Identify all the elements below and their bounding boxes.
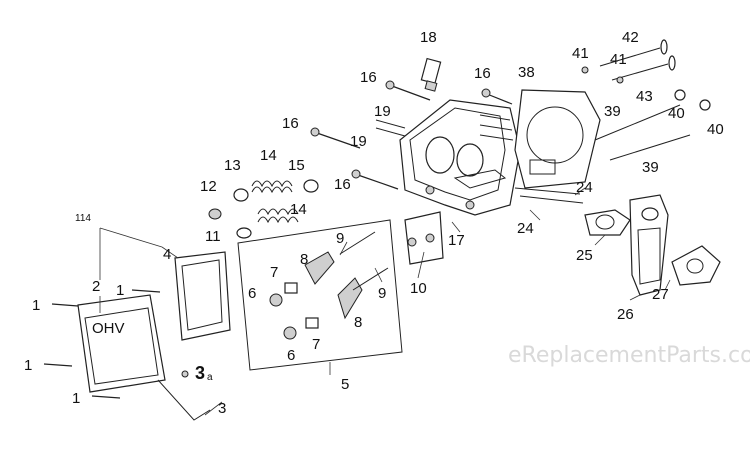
- callout-40: 40: [668, 105, 685, 122]
- callout-39: 39: [604, 103, 621, 120]
- rocker-nut: [283, 326, 297, 340]
- callout-26: 26: [617, 306, 634, 323]
- valve-keeper: [581, 66, 589, 74]
- rocker-arm: [304, 251, 335, 285]
- callout-7: 7: [270, 264, 278, 281]
- callout-3: 3: [218, 400, 226, 417]
- carburetor-insulator: [629, 194, 669, 296]
- ohv-mark: OHV: [92, 320, 125, 337]
- valve-washer: [236, 227, 252, 239]
- callout-41: 41: [610, 51, 627, 68]
- callout-4: 4: [163, 246, 171, 263]
- callout-114: 114: [75, 213, 91, 224]
- callout-1: 1: [72, 390, 80, 407]
- rocker-pivot: [305, 317, 319, 329]
- callout-24: 24: [576, 179, 593, 196]
- callout-1: 1: [116, 282, 124, 299]
- rocker-arm: [337, 277, 363, 320]
- callout-6: 6: [248, 285, 256, 302]
- push-rod: [594, 104, 681, 141]
- callout-16: 16: [282, 115, 299, 132]
- callout-18: 18: [420, 29, 437, 46]
- callout-3a: 3: [195, 363, 205, 383]
- head-bolt: [310, 80, 513, 190]
- callout-40: 40: [707, 121, 724, 138]
- rocker-stud: [339, 231, 376, 255]
- callout-39: 39: [642, 159, 659, 176]
- rocker-stud: [352, 267, 389, 291]
- rocker-pivot: [284, 282, 298, 294]
- head-gasket: [514, 89, 601, 189]
- callout-11: 11: [205, 228, 221, 245]
- callout-9: 9: [336, 230, 344, 247]
- callout-38: 38: [518, 64, 535, 81]
- stud-long: [519, 195, 584, 204]
- callout-42: 42: [622, 29, 639, 46]
- callout-12: 12: [200, 178, 217, 195]
- valve-retainer: [208, 208, 222, 220]
- cylinder-head: [399, 99, 521, 216]
- callout-24: 24: [517, 220, 534, 237]
- callout-41: 41: [572, 45, 589, 62]
- callout-8: 8: [354, 314, 362, 331]
- insulator-gasket: [671, 245, 721, 286]
- callout-6: 6: [287, 347, 295, 364]
- push-rod: [609, 134, 691, 161]
- callout-7: 7: [312, 336, 320, 353]
- callout-19: 19: [374, 103, 391, 120]
- valve-cover: OHV: [77, 294, 166, 393]
- rocker-assembly-box: [237, 219, 403, 371]
- cover-gasket: [174, 251, 231, 341]
- callout-16: 16: [334, 176, 351, 193]
- valve-spring: [251, 180, 293, 194]
- callout-14: 14: [290, 201, 307, 218]
- breather-tube: [157, 379, 211, 421]
- leader-lines: [99, 187, 671, 416]
- callout-10: 10: [410, 280, 427, 297]
- callout-16: 16: [360, 69, 377, 86]
- stud: [375, 119, 406, 137]
- spring-washer: [233, 188, 249, 202]
- callout-labels: 18 16 16 16 16 19 19 38 41 41 42 43 39 3…: [24, 29, 724, 417]
- valve-spring: [257, 208, 299, 224]
- callout-19: 19: [350, 133, 367, 150]
- valve-cap: [699, 99, 711, 111]
- stud-long: [514, 187, 581, 195]
- callout-8: 8: [300, 251, 308, 268]
- callout-3a-suffix: a: [207, 372, 213, 383]
- callout-13: 13: [224, 157, 241, 174]
- callout-25: 25: [576, 247, 593, 264]
- spring-retainer: [303, 179, 319, 193]
- intake-gasket: [584, 209, 631, 236]
- tube-clamp: [181, 370, 189, 378]
- callout-1: 1: [24, 357, 32, 374]
- watermark: eReplacementParts.com: [508, 343, 750, 368]
- spark-plug: [420, 57, 442, 92]
- callout-2: 2: [92, 278, 100, 295]
- callout-15: 15: [288, 157, 305, 174]
- callout-43: 43: [636, 88, 653, 105]
- cover-bolt: [43, 289, 161, 399]
- callout-16: 16: [474, 65, 491, 82]
- rocker-nut: [269, 293, 283, 307]
- callout-27: 27: [652, 286, 669, 303]
- callout-17: 17: [448, 232, 465, 249]
- callout-9: 9: [378, 285, 386, 302]
- valve-keeper: [616, 76, 624, 84]
- valve-cap: [674, 89, 686, 101]
- breather-plate: [404, 211, 444, 265]
- callout-1: 1: [32, 297, 40, 314]
- callout-5: 5: [341, 376, 349, 393]
- callout-14: 14: [260, 147, 277, 164]
